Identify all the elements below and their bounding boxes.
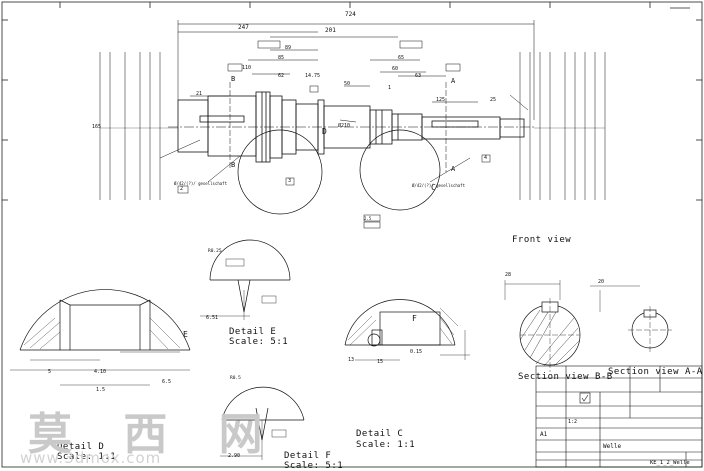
detail-c-scale: Scale: 1:1 — [356, 440, 416, 450]
front-view-label: Front view — [512, 235, 572, 245]
dim-125: 125 — [436, 97, 446, 103]
detail-f-label: Detail F — [284, 451, 332, 461]
title-part-name: Welle — [603, 443, 622, 450]
detail-d-scale: Scale: 1:1 — [57, 452, 117, 462]
detail-c-label: Detail C — [356, 429, 404, 439]
dim-5: 5 — [48, 369, 52, 375]
dim-50: 50 — [344, 81, 351, 87]
surface-note-left: Ø/42/(?)/ gesellschaft — [174, 181, 227, 186]
section-bb-label: Section view B-B — [518, 372, 613, 382]
title-block — [535, 365, 703, 468]
section-marker-b-lower: B — [231, 161, 236, 169]
dim-r05-f: R0.5 — [230, 376, 241, 381]
dim-0-15: 0.15 — [410, 349, 423, 355]
detail-f-view — [220, 386, 305, 460]
dim-r025-e: R0.25 — [208, 249, 222, 254]
dim-247: 247 — [238, 24, 249, 31]
section-marker-b: B — [231, 75, 236, 83]
dim-4-10: 4.10 — [94, 369, 107, 375]
dim-15: 15 — [377, 359, 384, 365]
dim-62: 62 — [278, 73, 285, 79]
section-marker-a-lower: A — [451, 165, 456, 173]
detail-marker-d: D — [322, 127, 327, 136]
dim-65-right: 65 — [398, 55, 405, 61]
dim-85-left: 85 — [278, 55, 285, 61]
section-views — [504, 280, 672, 372]
dim-110: 110 — [242, 65, 252, 71]
detail-d-view — [10, 289, 191, 386]
title-scale: 1:2 — [568, 419, 578, 425]
dim-89-left: 89 — [285, 45, 292, 51]
dim-1: 1 — [388, 85, 392, 91]
detail-e-scale: Scale: 5:1 — [229, 337, 289, 347]
ref-marker-3: 3 — [288, 178, 292, 184]
section-marker-a: A — [451, 77, 456, 85]
dim-165: 165 — [92, 124, 102, 130]
shaft-main-view — [168, 91, 534, 163]
detail-callout-circles — [237, 129, 441, 215]
dim-21: 21 — [196, 91, 203, 97]
detail-marker-e: E — [183, 330, 188, 339]
dimension-lines — [99, 20, 606, 229]
watermark-logo: 莫 西 网 — [28, 409, 281, 460]
dim-60: 60 — [392, 66, 399, 72]
detail-c-view — [344, 299, 470, 361]
dim-13: 13 — [348, 357, 355, 363]
section-aa-label: Section view A-A — [608, 367, 703, 377]
dim-6-51: 6.51 — [206, 315, 219, 321]
detail-d-label: Detail D — [57, 442, 105, 452]
title-sheet-size: A1 — [540, 431, 548, 438]
dim-2-5: 2.5 — [364, 216, 372, 221]
ref-marker-4: 4 — [484, 155, 488, 161]
dim-63: 63 — [415, 73, 422, 79]
dim-1-5: 1.5 — [96, 387, 106, 393]
dim-28-section: 28 — [505, 272, 512, 278]
ref-marker-2: 2 — [180, 186, 184, 192]
surface-note-right: Ø/42/(?)/ gesellschaft — [412, 183, 465, 188]
watermark-url: www.3dmox.com — [20, 449, 162, 467]
detail-e-view — [200, 239, 291, 320]
detail-marker-c: C — [431, 183, 436, 192]
dim-14-75: 14.75 — [305, 73, 321, 79]
detail-marker-f: F — [412, 314, 417, 323]
dim-20-section: 20 — [598, 279, 605, 285]
detail-e-label: Detail E — [229, 327, 277, 337]
dim-6-5: 6.5 — [162, 379, 172, 385]
dim-25: 25 — [490, 97, 497, 103]
dim-dia-210: Ø210 — [338, 123, 351, 129]
detail-f-scale: Scale: 5:1 — [284, 461, 344, 471]
dim-201: 201 — [325, 27, 336, 34]
title-drawing-number: KE_1_2_Welle — [650, 460, 690, 466]
dim-2-90: 2.90 — [228, 453, 241, 459]
dim-overall-length: 724 — [345, 11, 356, 18]
